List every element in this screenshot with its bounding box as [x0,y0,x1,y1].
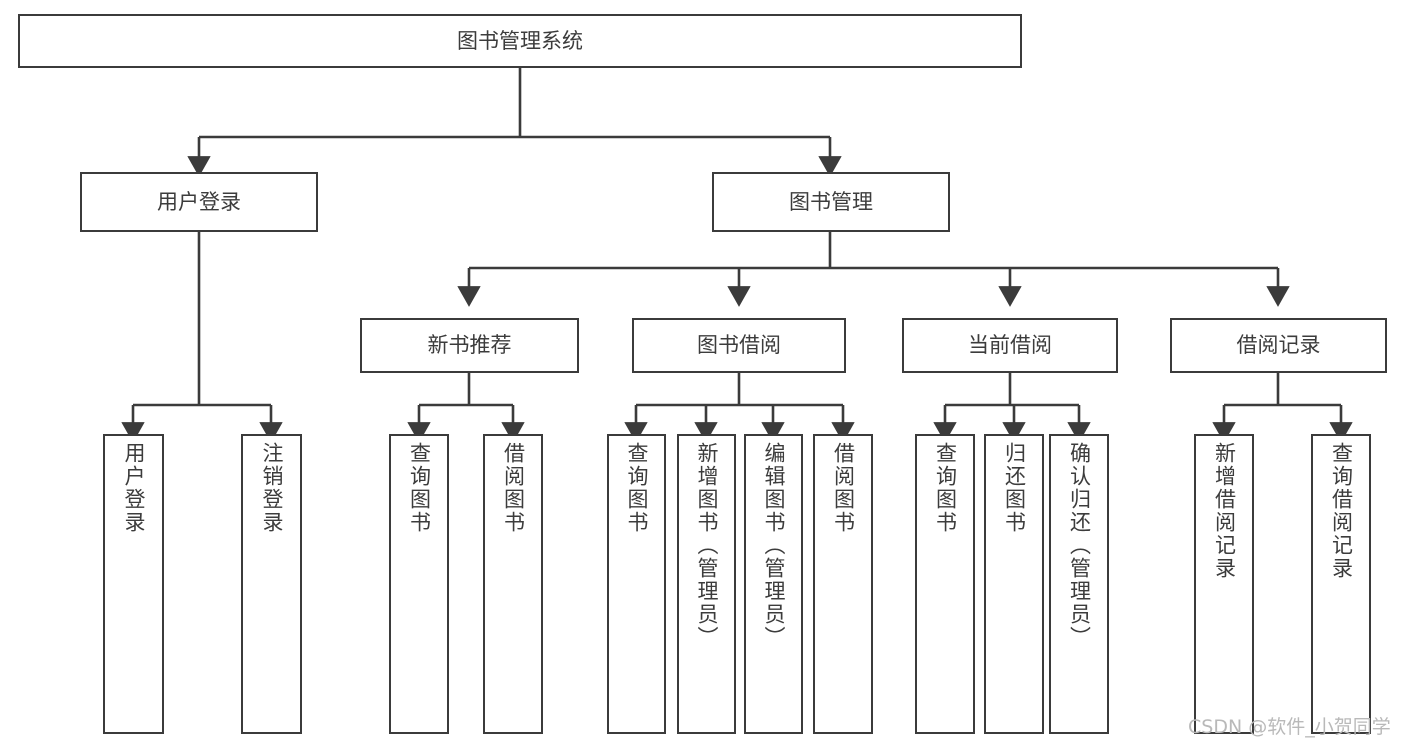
node-borrow-record[interactable]: 借阅记录 [1170,318,1387,373]
node-leaf-return-book-label: 归还图书 [1002,442,1027,534]
node-leaf-edit-book-label: 编辑图书（管理员） [762,442,786,649]
node-new-book-rec[interactable]: 新书推荐 [360,318,579,373]
node-leaf-add-record[interactable]: 新增借阅记录 [1194,434,1254,734]
node-leaf-borrow-book-2-label: 借阅图书 [831,442,856,534]
node-book-manage-label: 图书管理 [789,189,873,214]
node-leaf-query-book-2-label: 查询图书 [625,442,649,534]
node-leaf-query-book-1-label: 查询图书 [407,442,432,534]
node-new-book-rec-label: 新书推荐 [427,333,512,358]
node-current-borrow[interactable]: 当前借阅 [902,318,1118,373]
node-leaf-borrow-book-2[interactable]: 借阅图书 [813,434,873,734]
node-user-login-label: 用户登录 [157,189,241,214]
node-leaf-user-login-label: 用户登录 [122,442,146,534]
node-leaf-edit-book[interactable]: 编辑图书（管理员） [744,434,803,734]
node-borrow-record-label: 借阅记录 [1236,333,1321,358]
node-leaf-query-record[interactable]: 查询借阅记录 [1311,434,1371,734]
node-leaf-confirm-return[interactable]: 确认归还（管理员） [1049,434,1109,734]
node-leaf-user-login[interactable]: 用户登录 [103,434,164,734]
node-leaf-add-record-label: 新增借阅记录 [1212,442,1237,580]
node-leaf-query-book-3-label: 查询图书 [933,442,958,534]
node-leaf-query-book-1[interactable]: 查询图书 [389,434,449,734]
node-book-manage[interactable]: 图书管理 [712,172,950,232]
csdn-watermark: CSDN @软件_小贺同学 [1188,716,1391,738]
node-book-borrow-label: 图书借阅 [697,333,781,358]
node-leaf-add-book-label: 新增图书（管理员） [695,442,719,649]
node-root-label: 图书管理系统 [457,28,583,53]
node-leaf-user-logout[interactable]: 注销登录 [241,434,302,734]
node-current-borrow-label: 当前借阅 [968,333,1052,358]
node-leaf-query-record-label: 查询借阅记录 [1329,442,1354,580]
node-leaf-query-book-2[interactable]: 查询图书 [607,434,666,734]
node-leaf-return-book[interactable]: 归还图书 [984,434,1044,734]
node-book-borrow[interactable]: 图书借阅 [632,318,846,373]
node-leaf-confirm-return-label: 确认归还（管理员） [1067,442,1092,649]
node-leaf-borrow-book-1-label: 借阅图书 [501,442,526,534]
node-leaf-add-book[interactable]: 新增图书（管理员） [677,434,736,734]
node-leaf-user-logout-label: 注销登录 [260,442,284,534]
node-user-login[interactable]: 用户登录 [80,172,318,232]
node-leaf-query-book-3[interactable]: 查询图书 [915,434,975,734]
node-root[interactable]: 图书管理系统 [18,14,1022,68]
node-leaf-borrow-book-1[interactable]: 借阅图书 [483,434,543,734]
